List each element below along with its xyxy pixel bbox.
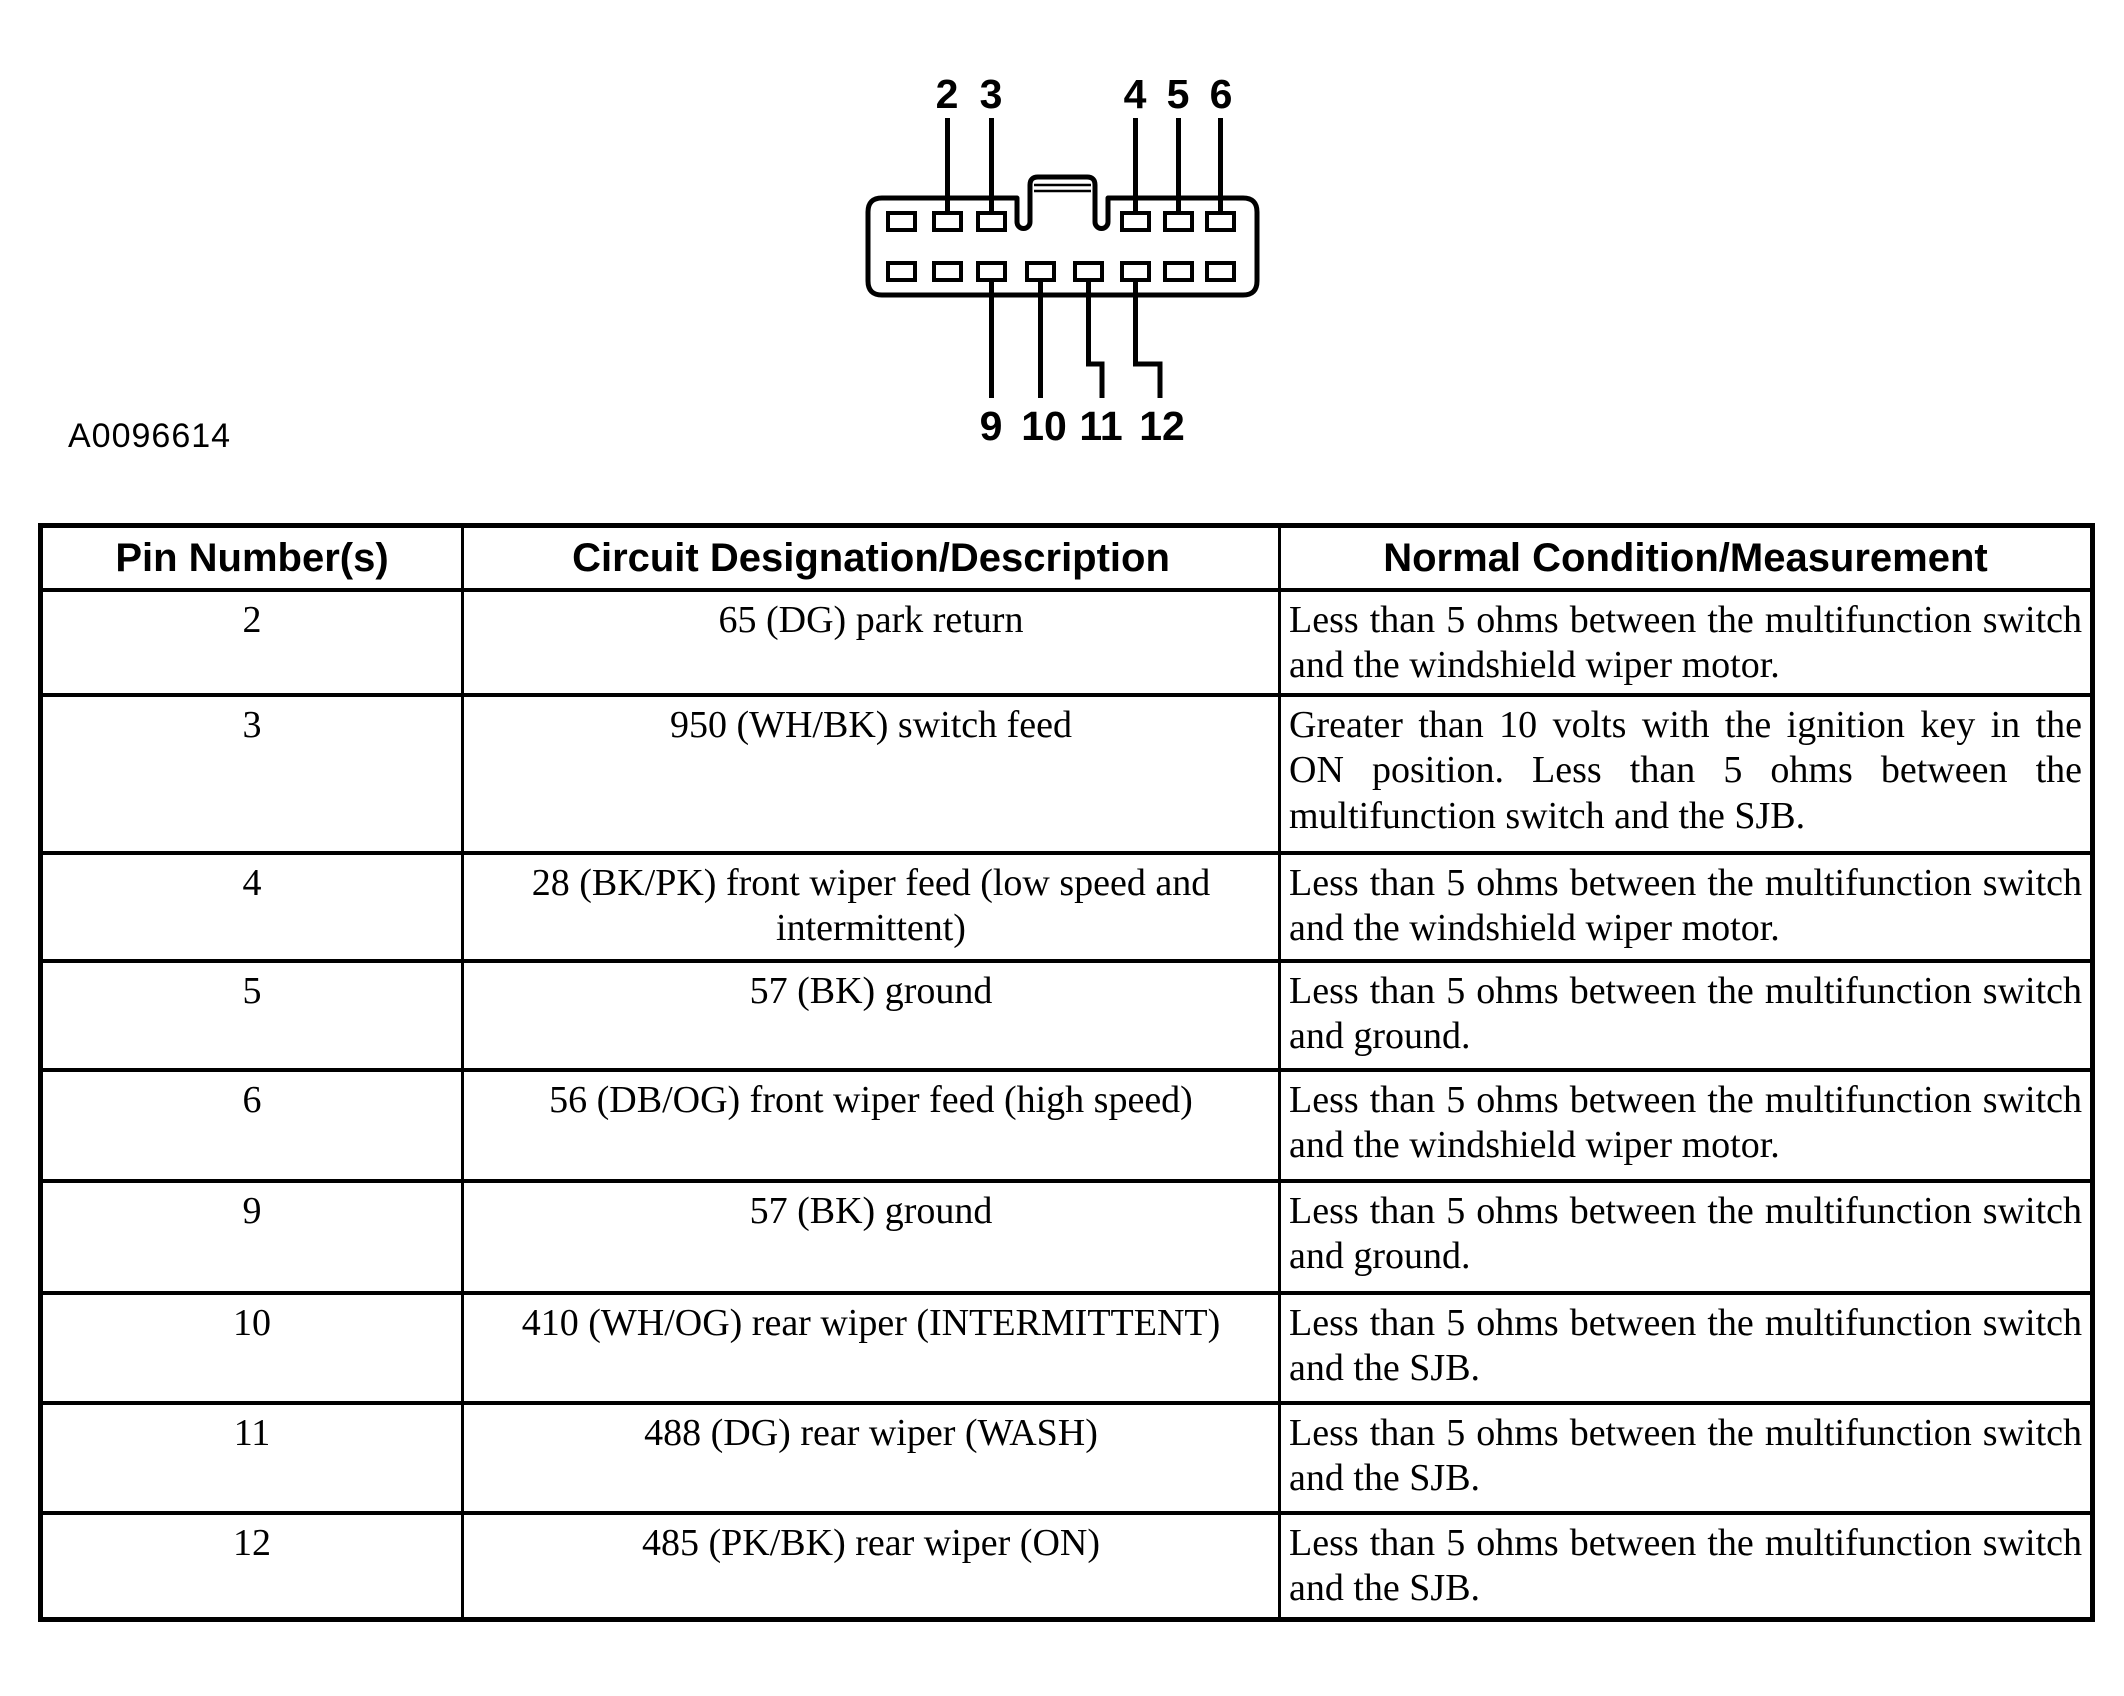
condition-cell: Less than 5 ohms between the multifuncti… <box>1278 1400 2094 1515</box>
condition-cell: Less than 5 ohms between the multifuncti… <box>1278 1510 2094 1622</box>
pin-leader-line <box>1133 278 1163 398</box>
circuit-cell: 488 (DG) rear wiper (WASH) <box>461 1400 1281 1515</box>
connector-cavity <box>1163 211 1194 232</box>
connector-cavity <box>976 211 1007 232</box>
pin-cell: 9 <box>39 1178 464 1295</box>
pin-number-label: 11 <box>1079 403 1122 449</box>
pin-cell: 11 <box>39 1400 464 1515</box>
pin-number-label: 12 <box>1139 403 1185 449</box>
connector-cavity <box>1025 261 1056 282</box>
column-header-normal-condition: Normal Condition/Measurement <box>1278 523 2094 592</box>
circuit-cell: 65 (DG) park return <box>461 587 1281 697</box>
condition-cell: Less than 5 ohms between the multifuncti… <box>1278 1178 2094 1295</box>
condition-cell: Less than 5 ohms between the multifuncti… <box>1278 958 2094 1072</box>
circuit-cell: 950 (WH/BK) switch feed <box>461 692 1281 855</box>
pin-number-label: 10 <box>1021 403 1067 449</box>
table-row: 9 57 (BK) ground Less than 5 ohms betwee… <box>39 1178 2094 1295</box>
pin-number-label: 5 <box>1167 71 1190 117</box>
column-header-circuit: Circuit Designation/Description <box>461 523 1281 592</box>
condition-cell: Less than 5 ohms between the multifuncti… <box>1278 1290 2094 1405</box>
condition-cell: Less than 5 ohms between the multifuncti… <box>1278 1067 2094 1183</box>
circuit-cell: 57 (BK) ground <box>461 1178 1281 1295</box>
pin-number-label: 6 <box>1210 71 1233 117</box>
pin-leader-line <box>1086 278 1105 398</box>
table-row: 5 57 (BK) ground Less than 5 ohms betwee… <box>39 958 2094 1072</box>
table-row: 10 410 (WH/OG) rear wiper (INTERMITTENT)… <box>39 1290 2094 1405</box>
connector-cavity <box>1205 211 1236 232</box>
table-row: 6 56 (DB/OG) front wiper feed (high spee… <box>39 1067 2094 1183</box>
circuit-cell: 485 (PK/BK) rear wiper (ON) <box>461 1510 1281 1622</box>
connector-cavity <box>886 211 917 232</box>
connector-cavity <box>976 261 1007 282</box>
condition-cell: Less than 5 ohms between the multifuncti… <box>1278 850 2094 963</box>
pin-cell: 3 <box>39 692 464 855</box>
pin-cell: 5 <box>39 958 464 1072</box>
pin-cell: 2 <box>39 587 464 697</box>
pin-number-label: 3 <box>980 71 1003 117</box>
connector-cavity <box>1120 211 1151 232</box>
connector-cavity <box>1073 261 1104 282</box>
connector-body-outline <box>865 174 1260 298</box>
connector-cavity <box>932 261 963 282</box>
pin-number-label: 2 <box>936 71 959 117</box>
circuit-cell: 57 (BK) ground <box>461 958 1281 1072</box>
table-header-row: Pin Number(s) Circuit Designation/Descri… <box>39 523 2094 592</box>
table-row: 4 28 (BK/PK) front wiper feed (low speed… <box>39 850 2094 963</box>
connector-cavity <box>932 211 963 232</box>
connector-cavity <box>1205 261 1236 282</box>
condition-cell: Less than 5 ohms between the multifuncti… <box>1278 587 2094 697</box>
pin-cell: 12 <box>39 1510 464 1622</box>
pin-number-label: 4 <box>1124 71 1147 117</box>
figure-code: A0096614 <box>68 417 232 455</box>
connector-pinout-diagram: 2 3 4 5 6 9 10 11 12 <box>865 71 1260 449</box>
key-tab-detail-lines <box>1034 183 1091 193</box>
table-row: 12 485 (PK/BK) rear wiper (ON) Less than… <box>39 1510 2094 1622</box>
connector-cavity <box>1120 261 1151 282</box>
pin-number-label: 9 <box>980 403 1003 449</box>
pin-cell: 6 <box>39 1067 464 1183</box>
table-row: 11 488 (DG) rear wiper (WASH) Less than … <box>39 1400 2094 1515</box>
table-row: 3 950 (WH/BK) switch feed Greater than 1… <box>39 692 2094 855</box>
table-row: 2 65 (DG) park return Less than 5 ohms b… <box>39 587 2094 697</box>
pin-cell: 10 <box>39 1290 464 1405</box>
pin-cell: 4 <box>39 850 464 963</box>
column-header-pin-numbers: Pin Number(s) <box>39 523 464 592</box>
circuit-cell: 410 (WH/OG) rear wiper (INTERMITTENT) <box>461 1290 1281 1405</box>
circuit-cell: 56 (DB/OG) front wiper feed (high speed) <box>461 1067 1281 1183</box>
connector-cavity <box>886 261 917 282</box>
condition-cell: Greater than 10 volts with the ignition … <box>1278 692 2094 855</box>
connector-cavity <box>1163 261 1194 282</box>
circuit-cell: 28 (BK/PK) front wiper feed (low speed a… <box>461 850 1281 963</box>
pinout-table: Pin Number(s) Circuit Designation/Descri… <box>38 523 2095 1622</box>
